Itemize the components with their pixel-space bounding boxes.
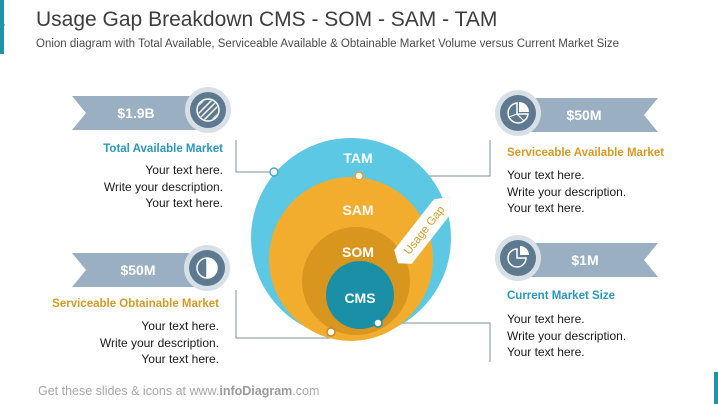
dot-som <box>326 327 336 337</box>
dot-tam <box>269 167 279 177</box>
sam-line-2: Write your description. <box>507 184 627 199</box>
half-circle-icon <box>184 245 230 291</box>
sam-line-1: Your text here. <box>507 168 585 182</box>
banner-sam: $50M <box>520 98 658 132</box>
footer-prefix: Get these slides & icons at www. <box>38 384 220 398</box>
tam-line-1: Your text here. <box>145 163 223 177</box>
pie-chart-icon <box>495 90 541 136</box>
som-line-3: Your text here. <box>141 352 219 366</box>
connector-cms <box>378 322 491 362</box>
banner-tam-value: $1.9B <box>117 105 154 121</box>
cms-line-2: Write your description. <box>507 328 627 343</box>
accent-bar-right <box>714 372 718 404</box>
dot-sam <box>354 171 364 181</box>
tam-description: Your text here. Write your description. … <box>60 162 223 212</box>
tam-line-2: Write your description. <box>103 179 223 194</box>
sam-title: Serviceable Available Market <box>507 147 665 159</box>
som-description: Your text here. Write your description. … <box>20 318 219 368</box>
sam-description: Your text here. Write your description. … <box>507 167 626 217</box>
footer: Get these slides & icons at www.infoDiag… <box>38 384 319 398</box>
cms-line-1: Your text here. <box>507 312 585 326</box>
banner-tam: $1.9B <box>72 96 212 130</box>
footer-suffix: .com <box>292 384 320 398</box>
page-subtitle: Onion diagram with Total Available, Serv… <box>36 38 619 50</box>
cms-title: Current Market Size <box>507 290 616 302</box>
cms-description: Your text here. Write your description. … <box>507 311 626 361</box>
page-title: Usage Gap Breakdown CMS - SOM - SAM - TA… <box>36 8 498 31</box>
striped-circle-icon <box>185 87 231 133</box>
banner-cms-value: $1M <box>571 252 598 268</box>
cms-circle <box>326 261 394 329</box>
banner-som-value: $50M <box>120 262 155 278</box>
tam-line-3: Your text here. <box>145 196 223 210</box>
tam-label: TAM <box>343 150 372 166</box>
connector-tam <box>235 140 274 173</box>
pie-slice-icon <box>495 235 541 281</box>
som-title: Serviceable Obtainable Market <box>52 298 219 310</box>
banner-som: $50M <box>72 253 212 287</box>
som-label: SOM <box>342 244 374 260</box>
banner-cms: $1M <box>520 243 658 277</box>
footer-brand: infoDiagram <box>219 384 293 398</box>
dot-cms <box>373 318 383 328</box>
sam-label: SAM <box>342 202 373 218</box>
accent-tick-left <box>0 20 5 30</box>
cms-label: CMS <box>344 290 375 306</box>
cms-line-3: Your text here. <box>507 345 585 359</box>
tam-title: Total Available Market <box>103 143 223 155</box>
sam-line-3: Your text here. <box>507 201 585 215</box>
som-line-2: Write your description. <box>99 335 219 350</box>
som-line-1: Your text here. <box>141 319 219 333</box>
banner-sam-value: $50M <box>566 107 601 123</box>
